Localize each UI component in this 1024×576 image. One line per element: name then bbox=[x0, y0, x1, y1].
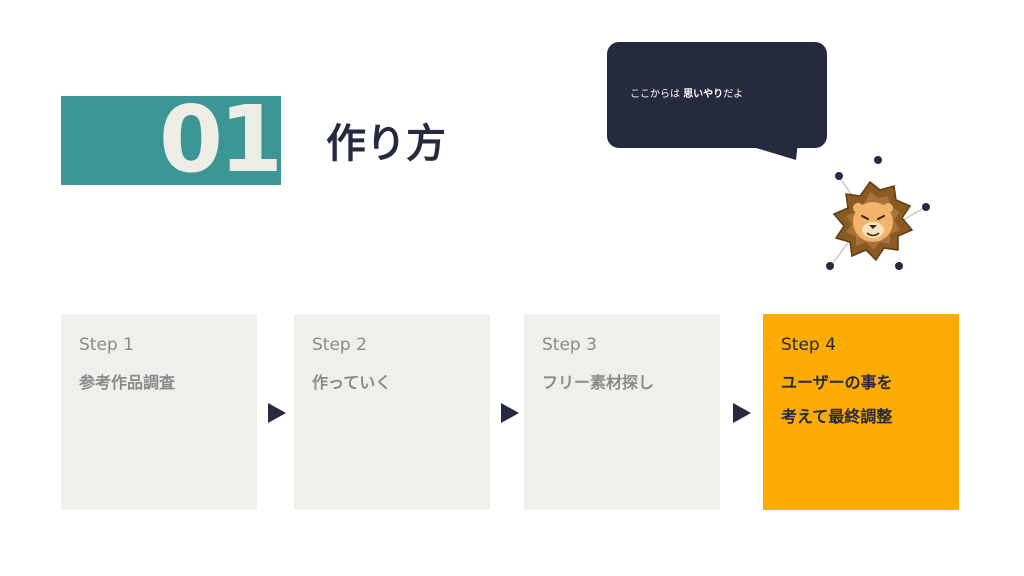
speech-bubble bbox=[607, 42, 827, 148]
step-description-line-1: ユーザーの事を bbox=[781, 373, 893, 392]
step-card-3: Step 3 フリー素材探し bbox=[524, 314, 720, 510]
step-description: 参考作品調査 bbox=[79, 373, 176, 392]
step-label: Step 4 bbox=[781, 335, 836, 355]
step-description-line-2: 考えて最終調整 bbox=[781, 407, 893, 426]
lion-icon bbox=[826, 156, 930, 270]
play-arrow-icon bbox=[268, 403, 286, 423]
bubble-prefix: ここからは bbox=[630, 89, 684, 100]
step-label: Step 3 bbox=[542, 335, 597, 355]
page-title: 作り方 bbox=[326, 121, 446, 167]
bubble-suffix: だよ bbox=[723, 89, 744, 100]
step-card-1: Step 1 参考作品調査 bbox=[61, 314, 257, 510]
section-number: 01 bbox=[158, 96, 281, 185]
speech-bubble-text: ここからは 思いやりだよ bbox=[630, 88, 743, 102]
step-label: Step 2 bbox=[312, 335, 367, 355]
speech-bubble-tail bbox=[736, 142, 798, 160]
step-card-2: Step 2 作っていく bbox=[294, 314, 490, 510]
step-card-4: Step 4 ユーザーの事を 考えて最終調整 bbox=[763, 314, 959, 510]
step-description: 作っていく bbox=[312, 373, 392, 392]
section-number-block: 01 bbox=[61, 96, 281, 185]
bubble-emphasis: 思いやり bbox=[683, 89, 724, 100]
step-description: フリー素材探し bbox=[542, 373, 655, 392]
step-label: Step 1 bbox=[79, 335, 134, 355]
play-arrow-icon bbox=[733, 403, 751, 423]
play-arrow-icon bbox=[501, 403, 519, 423]
